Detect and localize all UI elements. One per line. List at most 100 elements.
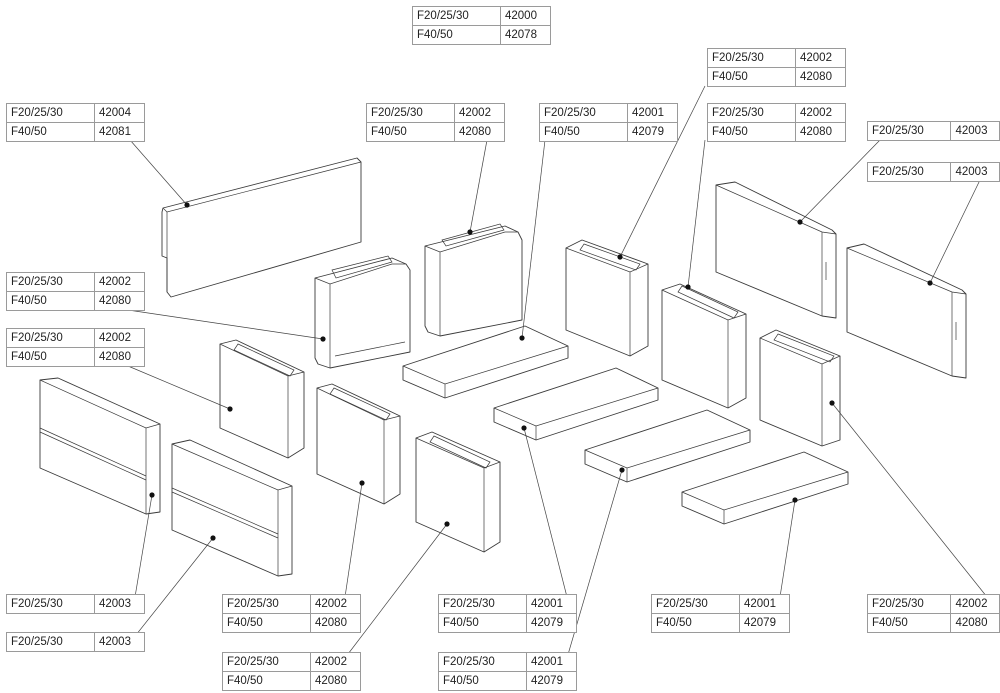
label-number: 42002	[310, 652, 361, 672]
label-code: F40/50	[707, 122, 796, 142]
label-number: 42001	[526, 652, 577, 672]
label-number: 42078	[500, 25, 551, 45]
part-grooved-block-4	[661, 283, 747, 409]
part-long-plate	[161, 157, 362, 298]
label-code: F20/25/30	[866, 121, 952, 141]
label-code: F20/25/30	[6, 632, 95, 652]
label-number: 42002	[454, 103, 505, 123]
label-code: F40/50	[412, 25, 501, 45]
label-number: 42080	[795, 122, 846, 142]
part-grooved-block-5	[759, 329, 841, 447]
label-code: F40/50	[366, 122, 455, 142]
label-code: F20/25/30	[438, 652, 527, 672]
label-code: F20/25/30	[707, 48, 796, 68]
label-number: 42002	[94, 328, 145, 348]
part-large-plate-2	[846, 243, 967, 379]
label-code: F20/25/30	[222, 652, 311, 672]
part-grooved-block-1	[314, 255, 411, 369]
label-code: F20/25/30	[6, 594, 95, 614]
label-code: F40/50	[222, 613, 311, 633]
label-number: 42079	[739, 613, 790, 633]
part-slab-4	[681, 451, 849, 525]
label-number: 42002	[94, 272, 145, 292]
label-number: 42003	[950, 121, 1000, 141]
label-code: F40/50	[651, 613, 740, 633]
label-number: 42003	[950, 162, 1000, 182]
label-code: F40/50	[6, 122, 95, 142]
part-grooved-block-8	[415, 431, 501, 553]
label-number: 42080	[454, 122, 505, 142]
label-number: 42001	[526, 594, 577, 614]
label-number: 42003	[94, 594, 145, 614]
label-code: F20/25/30	[651, 594, 740, 614]
label-code: F40/50	[6, 291, 95, 311]
label-number: 42001	[739, 594, 790, 614]
label-code: F20/25/30	[6, 328, 95, 348]
leader-dots	[149, 202, 933, 541]
label-number: 42004	[94, 103, 145, 123]
label-code: F20/25/30	[539, 103, 628, 123]
label-number: 42079	[526, 671, 577, 691]
label-number: 42002	[795, 48, 846, 68]
label-code: F20/25/30	[6, 272, 95, 292]
label-number: 42080	[310, 613, 361, 633]
label-number: 42000	[500, 6, 551, 26]
label-number: 42002	[795, 103, 846, 123]
label-code: F20/25/30	[866, 162, 952, 182]
label-number: 42002	[950, 594, 1000, 614]
label-number: 42001	[627, 103, 678, 123]
label-code: F40/50	[438, 671, 527, 691]
part-grooved-block-6	[219, 339, 305, 459]
label-number: 42080	[950, 613, 1000, 633]
label-code: F40/50	[539, 122, 628, 142]
label-number: 42080	[94, 291, 145, 311]
label-number: 42080	[94, 347, 145, 367]
part-stepped-plate-1	[39, 377, 161, 515]
part-stepped-plate-2	[171, 439, 293, 577]
part-slab-2	[493, 367, 659, 441]
label-number: 42003	[94, 632, 145, 652]
label-number: 42002	[310, 594, 361, 614]
label-number: 42080	[310, 671, 361, 691]
label-code: F40/50	[222, 671, 311, 691]
label-code: F20/25/30	[412, 6, 501, 26]
label-code: F20/25/30	[438, 594, 527, 614]
label-code: F20/25/30	[222, 594, 311, 614]
label-number: 42081	[94, 122, 145, 142]
